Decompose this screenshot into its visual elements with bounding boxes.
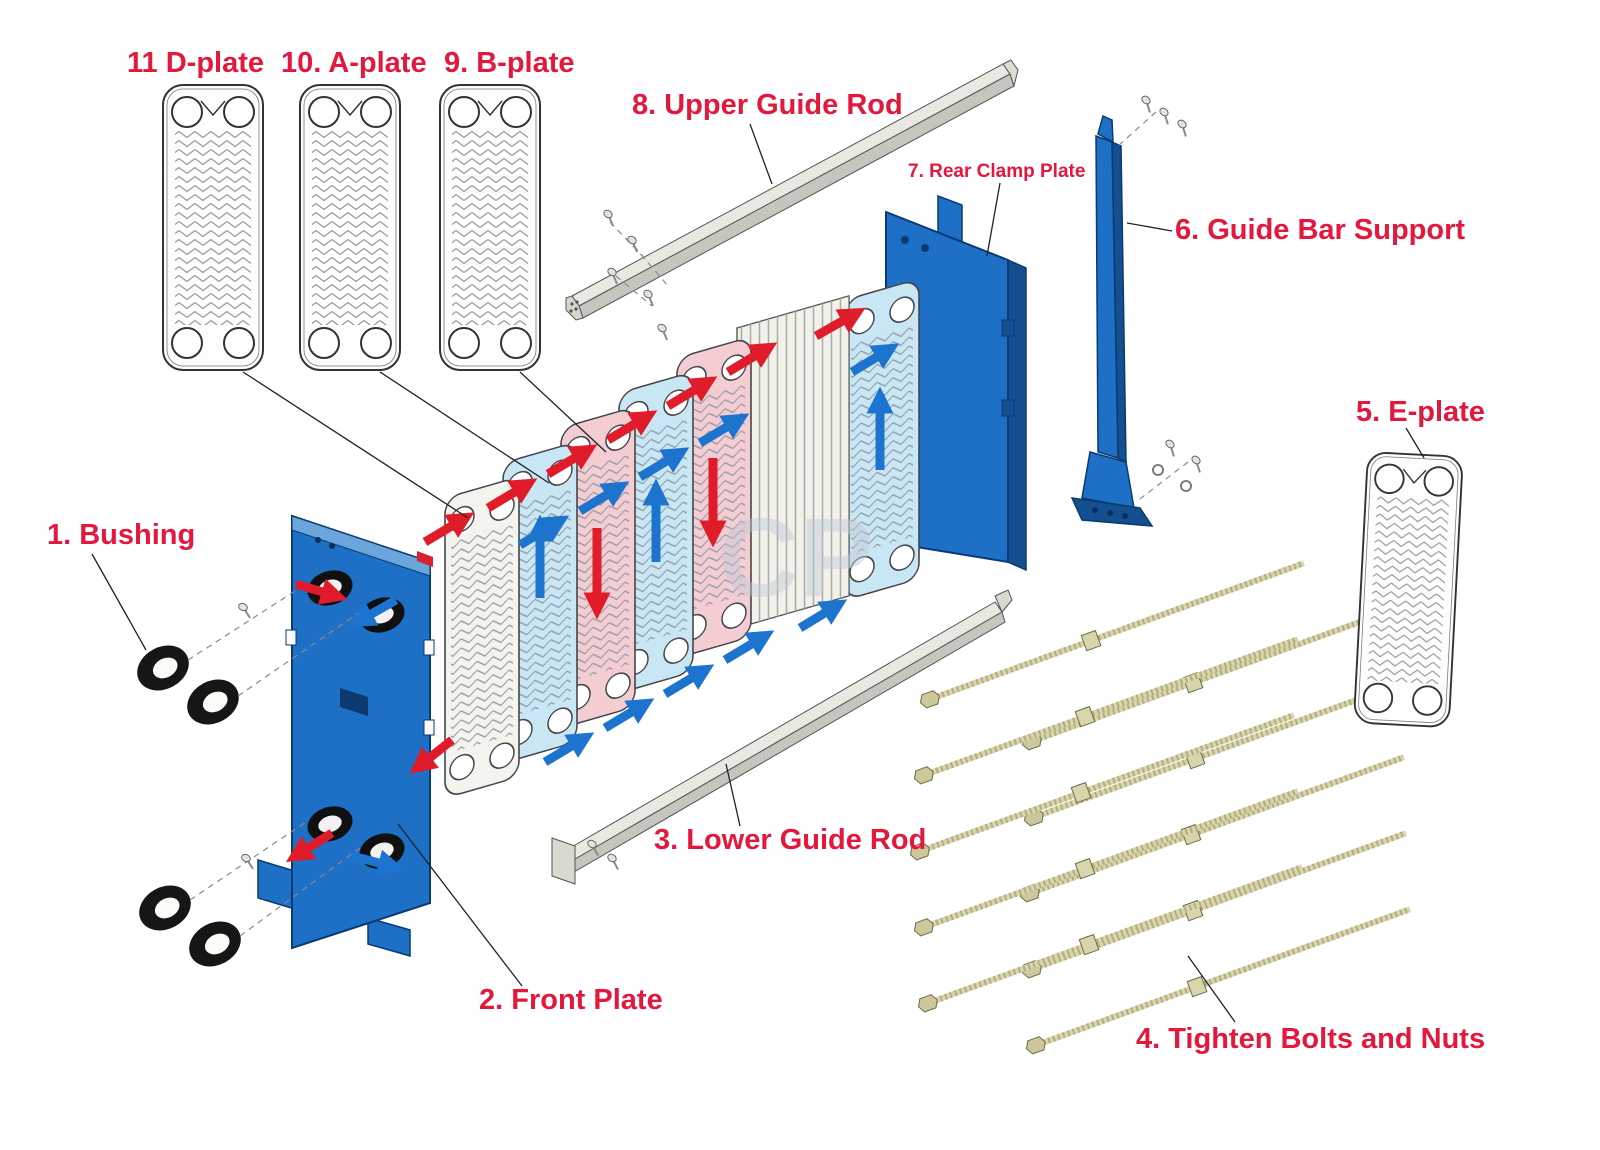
a-plate: [299, 84, 401, 371]
assembly-guides: [187, 111, 1189, 937]
screw-icon: [237, 852, 259, 870]
screw-icon: [1187, 453, 1208, 474]
screw-icon: [623, 233, 644, 254]
screw-icon: [1173, 117, 1194, 138]
label-d-plate: 11 D-plate: [127, 47, 264, 79]
label-e-plate: 5. E-plate: [1356, 396, 1485, 428]
label-lower-guide-rod: 3. Lower Guide Rod: [654, 824, 926, 856]
label-guide-bar-support: 6. Guide Bar Support: [1175, 214, 1465, 246]
leader-lines: [91, 123, 1425, 1023]
compressed-plate-pack: [736, 294, 850, 629]
screw-icon: [653, 321, 674, 342]
label-tighten-bolts: 4. Tighten Bolts and Nuts: [1136, 1023, 1485, 1055]
d-plate: [162, 84, 264, 371]
lower-guide-rod: [551, 589, 1013, 885]
clip-icon: [417, 551, 433, 567]
label-front-plate: 2. Front Plate: [479, 984, 663, 1016]
screw-icon: [1161, 437, 1182, 458]
label-rear-clamp-plate: 7. Rear Clamp Plate: [908, 161, 1085, 182]
e-plate: [1352, 451, 1464, 729]
washer-icon: [1152, 464, 1164, 476]
screw-icon: [639, 287, 660, 308]
b-plate: [439, 84, 541, 371]
screw-icon: [1137, 93, 1158, 114]
bushing-ring: [179, 670, 247, 734]
port: [307, 806, 353, 842]
washer-icon: [1180, 480, 1192, 492]
screw-icon: [234, 601, 256, 619]
bushing-ring: [181, 912, 249, 976]
plate-stack: [444, 277, 920, 799]
upper-guide-rod: [565, 59, 1019, 321]
screw-icon: [1155, 105, 1176, 126]
label-bushing: 1. Bushing: [47, 519, 195, 551]
flow-arrows-red: [285, 307, 866, 862]
label-a-plate: 10. A-plate: [281, 47, 427, 79]
bushings: [129, 636, 249, 976]
watermark: CP: [718, 495, 874, 620]
flow-arrows-blue: [348, 343, 900, 876]
front-plate: [257, 514, 435, 957]
label-b-plate: 9. B-plate: [444, 47, 575, 79]
screw-icon: [599, 207, 620, 228]
label-upper-guide-rod: 8. Upper Guide Rod: [632, 89, 903, 121]
guide-bar-support: [1070, 93, 1208, 527]
bushing-ring: [129, 636, 197, 700]
bushing-ring: [131, 876, 199, 940]
screw-icon: [603, 851, 625, 871]
